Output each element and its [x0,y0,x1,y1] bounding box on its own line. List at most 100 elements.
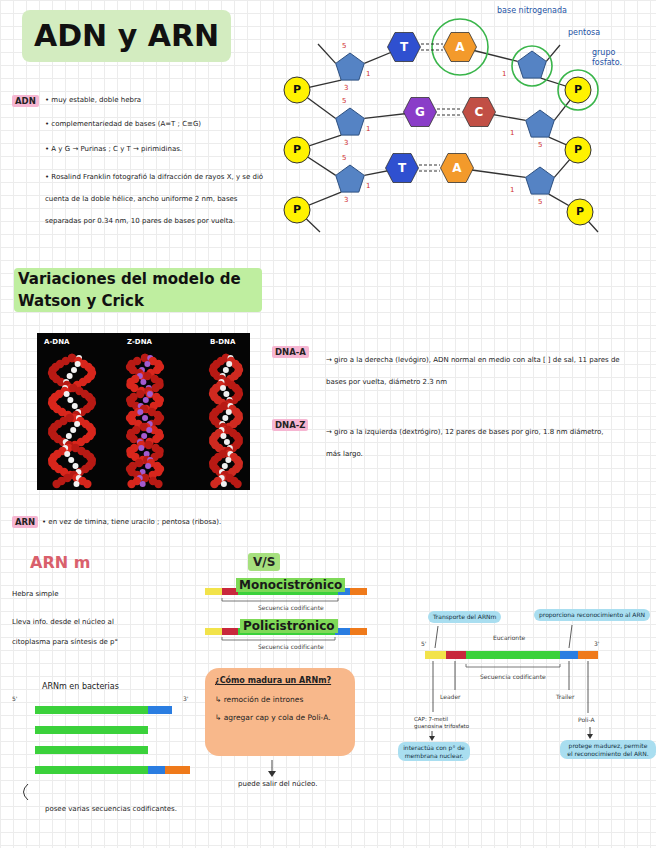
note-text: → giro a la izquierda (dextrógiro), 12 p… [326,421,606,465]
bond-dash [419,171,440,172]
note-text: posee varias secuencias codificantes. [45,805,177,813]
atom [225,457,231,463]
atom [138,445,144,451]
atom [154,480,162,488]
highlight-band: Policistrónico [240,619,338,633]
atom [83,480,91,488]
note-text: Lleva info. desde el núcleo al citoplasm… [12,612,124,652]
annotation: grupo fosfato. [592,48,636,68]
callout-bubble: Transporte del ARNm [428,611,501,623]
dna-helices [48,354,243,488]
carbon-number: 1 [502,70,506,78]
atom [52,480,60,488]
highlight-tag: V/S [248,553,280,571]
pentose-shape [336,165,365,192]
node-text: C [462,97,496,127]
carbon-number: 3 [344,84,348,92]
carbon-number: 1 [510,129,514,137]
bond-dash [437,109,462,110]
atom [140,481,146,487]
node-text: ¿Cómo madura un ARNm? [215,676,345,686]
atom [127,480,135,488]
circle-shape [565,77,591,103]
subheading: ARN m [30,553,90,572]
atom [66,433,72,439]
bond-dash [421,50,443,51]
arrow-head [587,734,593,739]
atom [70,427,76,433]
pentose-shape [526,110,555,137]
small-label: Poli-A [578,716,595,723]
carbon-number: 5 [538,141,542,149]
hydrogen-bond [437,109,462,115]
hexagon-shape [404,98,437,127]
atom [142,415,148,421]
node-text: P [283,196,311,224]
bar-segment [205,628,222,635]
bar-segment [560,651,578,659]
bar-segment [35,706,148,714]
atom [226,361,232,367]
highlight-circle [432,19,488,75]
node-text: T [387,32,421,62]
hydrogen-bond [421,44,443,50]
node-text: G [403,97,437,127]
circle-shape [284,137,310,163]
atom [224,439,230,445]
note-text: Hebra simple [12,590,59,598]
base-hexagon: T [387,32,421,62]
image-label: B-DNA [210,338,235,346]
arrow-head [429,736,435,741]
carbon-number: 1 [366,125,370,133]
node-text: Transporte del ARNm [433,613,496,621]
atom [75,361,81,367]
hexagon-shape [388,33,421,62]
process-box: ¿Cómo madura un ARNm? ↳ remoción de intro… [205,668,355,756]
circle-shape [284,197,310,223]
atom [226,409,232,415]
small-label: 3' [594,640,599,647]
hexagon-shape [441,154,474,183]
pentose-shape [526,167,555,194]
annotation: pentosa [568,28,600,38]
section-heading: Variaciones del modelo de Watson y Crick [14,268,262,312]
node-text: P [564,76,592,104]
pentose-shape [336,53,365,80]
highlight-tag: DNA-Z [272,419,308,431]
carbon-number: 1 [366,182,370,190]
atom [137,409,143,415]
atom [71,367,77,373]
bar-segment [148,766,165,774]
circle-shape [567,199,593,225]
small-label: Secuencia codificante [258,643,324,650]
hexagon-shape [463,98,496,127]
small-label: Secuencia codificante [480,673,546,680]
annotation: base nitrogenada [497,6,567,16]
base-hexagon: T [385,153,419,183]
bracket [222,598,338,601]
bond-dash [419,165,440,166]
carbon-number: 5 [538,198,542,206]
highlight-tag: DNA-A [272,346,309,358]
node-text: interactúa con p° de membrana nuclear. [403,744,465,759]
atom [222,415,228,421]
bar-segment [35,766,148,774]
note-text: → giro a la derecha (levógiro), ADN norm… [326,349,636,393]
phosphate-circle: P [566,198,594,226]
highlight-circle [512,46,552,86]
node-text: ↳ remoción de intrones [215,695,345,704]
callout-bubble: interactúa con p° de membrana nuclear. [398,742,470,761]
highlight-tag: ADN [12,95,39,107]
small-label: 5' [421,640,426,647]
atom [223,391,229,397]
atom [220,433,226,439]
bar-segment [350,628,367,635]
atom [64,391,70,397]
phosphate-circle: P [283,196,311,224]
circle-shape [565,137,591,163]
base-hexagon: G [403,97,437,127]
atom [146,427,152,433]
atom [68,457,74,463]
small-label: 5' [12,695,17,702]
